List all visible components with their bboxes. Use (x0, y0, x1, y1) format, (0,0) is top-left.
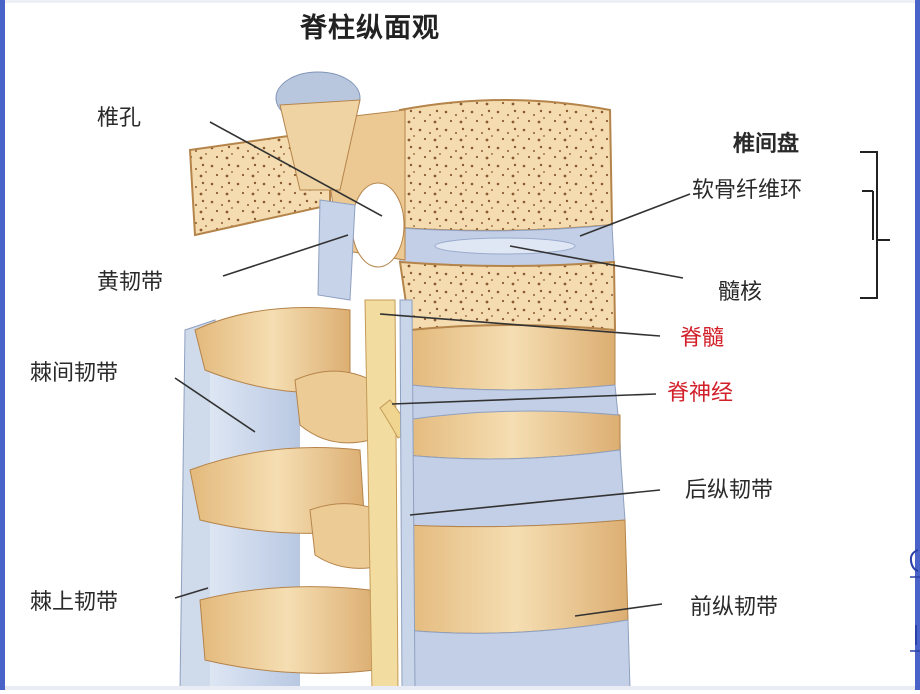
slide-top-edge (0, 0, 920, 3)
ligamentum-flavum-band (317, 199, 356, 301)
leader-posterior-longitudinal (409, 489, 661, 516)
disc-lower-1 (404, 449, 626, 528)
vertebral-body-top-cut (399, 99, 614, 232)
nucleus-pulposus-shape (434, 237, 576, 255)
spinous-process-3 (199, 586, 376, 674)
label-ligamentum-flavum: 黄韧带 (97, 270, 164, 295)
leader-spinal-cord (379, 313, 661, 337)
vertebral-body-lower-2 (404, 519, 629, 634)
disc-middle (404, 384, 619, 421)
leader-supraspinous (174, 587, 209, 599)
vertebral-foramen-shape (351, 182, 405, 268)
articular-process-top-body (279, 99, 361, 191)
slide-right-border (915, 0, 920, 690)
label-annulus-fibrosus: 软骨纤维环 (692, 178, 803, 203)
disc-bracket (860, 151, 890, 299)
corner-link-fragment[interactable] (908, 545, 920, 665)
slide-bottom-edge (0, 686, 920, 690)
slide-left-border (0, 0, 5, 690)
leader-anterior-longitudinal (574, 603, 663, 617)
vertebral-body-middle (409, 324, 616, 391)
label-interspinous-ligament: 棘间韧带 (30, 361, 119, 386)
posterior-longitudinal-ligament-band (399, 299, 416, 691)
leader-annulus (579, 193, 691, 237)
label-spinal-nerve: 脊神经 (667, 381, 734, 406)
leader-nucleus (509, 245, 684, 279)
label-vertebral-foramen: 椎孔 (97, 106, 142, 131)
vertebral-body-second-cut (398, 260, 617, 332)
leader-interspinous (174, 377, 256, 433)
label-anterior-longitudinal-ligament: 前纵韧带 (690, 595, 779, 620)
disc-lower-2 (404, 619, 631, 691)
leader-ligamentum-flavum (222, 234, 349, 277)
label-intervertebral-disc: 椎间盘 (733, 132, 800, 157)
label-nucleus-pulposus: 髓核 (718, 280, 763, 305)
leader-vertebral-foramen (209, 121, 383, 217)
label-supraspinous-ligament: 棘上韧带 (30, 590, 119, 615)
leader-spinal-nerve (391, 393, 657, 405)
diagram-title: 脊柱纵面观 (300, 13, 440, 44)
label-posterior-longitudinal-ligament: 后纵韧带 (685, 478, 774, 503)
label-spinal-cord: 脊髓 (680, 326, 725, 351)
